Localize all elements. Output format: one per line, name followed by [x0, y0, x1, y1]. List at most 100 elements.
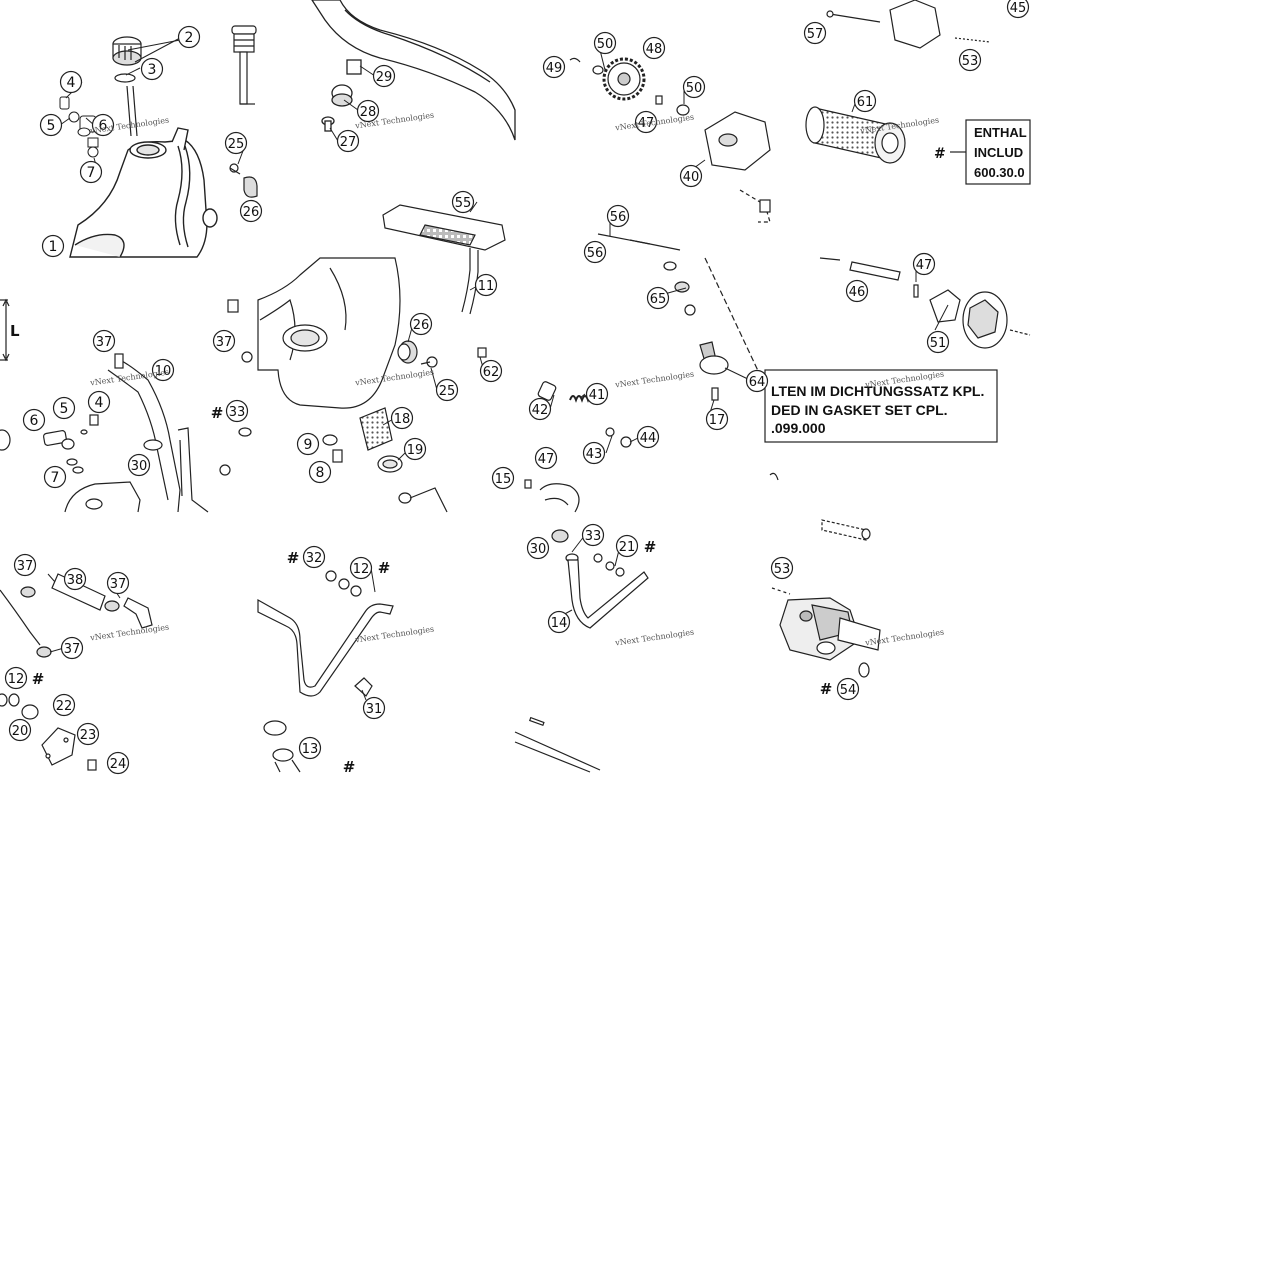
- callout-46: 46: [845, 279, 869, 303]
- hash-marker: #: [343, 758, 356, 776]
- note-fragment-line-3: .099.000: [771, 420, 826, 436]
- callout-number: 47: [638, 116, 655, 131]
- callout-41: 41: [585, 382, 609, 406]
- callout-61: 61: [853, 89, 877, 113]
- callout-number: 45: [1010, 1, 1027, 16]
- callout-number: 32: [306, 551, 323, 566]
- callout-number: 47: [916, 258, 933, 273]
- callout-number: 14: [551, 616, 568, 631]
- leader-line: [579, 393, 586, 399]
- callout-14: 14: [547, 610, 571, 634]
- screen-filter-part: [359, 407, 393, 451]
- leader-line: [361, 689, 367, 701]
- callout-37: 37: [212, 329, 236, 353]
- callout-number: 13: [302, 742, 319, 757]
- callout-number: 7: [87, 165, 96, 181]
- hash-marker: #: [211, 404, 224, 422]
- leader-line: [343, 99, 359, 111]
- callout-number: 37: [64, 642, 81, 657]
- callout-number: 3: [148, 62, 157, 78]
- hash-marker: #: [287, 549, 300, 567]
- callout-number: 18: [394, 412, 411, 427]
- callout-number: 37: [96, 335, 113, 350]
- callout-29: 29: [372, 64, 396, 88]
- gasket-set-note: ENTHAL INCLUD 600.30.0: [950, 119, 1031, 185]
- callout-number: 17: [709, 413, 726, 428]
- return-pipe-part: [257, 598, 394, 697]
- callout-10: 10: [151, 358, 175, 382]
- tile-suction-pipe: [514, 529, 649, 773]
- callout-4: 4: [87, 390, 111, 414]
- callout-26: 26: [409, 312, 433, 336]
- callout-44: 44: [636, 425, 660, 449]
- callout-number: 54: [840, 683, 857, 698]
- callout-28: 28: [356, 99, 380, 123]
- callout-7: 7: [79, 160, 103, 184]
- oil-tank-lower-part: [257, 257, 401, 409]
- callout-number: 43: [586, 447, 603, 462]
- pump-gear-part: [602, 57, 646, 101]
- callout-number: 44: [640, 431, 657, 446]
- tile-oil-tank-cap: [59, 25, 258, 258]
- leader-line: [359, 65, 376, 77]
- callout-number: 5: [60, 401, 69, 417]
- callout-6: 6: [22, 408, 46, 432]
- callout-number: 5: [47, 118, 56, 134]
- callout-50: 50: [682, 75, 706, 99]
- banjo-bolt-part: [59, 96, 70, 110]
- callout-6: 6: [91, 113, 115, 137]
- callout-26: 26: [239, 199, 263, 223]
- callout-number: 65: [650, 292, 667, 307]
- callout-number: 50: [597, 37, 614, 52]
- callout-62: 62: [479, 359, 503, 383]
- callout-18: 18: [390, 406, 414, 430]
- callout-30: 30: [127, 453, 151, 477]
- callout-2: 2: [177, 25, 201, 49]
- tile-tank-side: L: [0, 298, 209, 513]
- tile-return-pipe: [257, 570, 394, 773]
- callout-56: 56: [583, 240, 607, 264]
- note-line-2: INCLUD: [974, 145, 1023, 160]
- callout-64: 64: [745, 369, 769, 393]
- callout-number: 51: [930, 336, 947, 351]
- length-label: L: [10, 322, 20, 340]
- callout-number: 62: [483, 365, 500, 380]
- callout-30: 30: [526, 536, 550, 560]
- tile-pump-housing: [771, 519, 881, 678]
- callout-number: 9: [304, 437, 313, 453]
- tile-frame-tube: [311, 0, 516, 141]
- callout-number: 24: [110, 757, 127, 772]
- hash-marker-layer: #######: [32, 404, 833, 776]
- callout-number: 4: [67, 75, 76, 91]
- callout-number: 42: [532, 403, 549, 418]
- callout-number: 19: [407, 443, 424, 458]
- hash-marker: #: [378, 559, 391, 577]
- tile-pump-rotor: LTEN IM DICHTUNGSSATZ KPL. DED IN GASKET…: [764, 257, 1031, 481]
- callout-number: 2: [185, 30, 194, 46]
- callout-47: 47: [634, 110, 658, 134]
- callout-number: 30: [131, 459, 148, 474]
- callout-number: 11: [478, 279, 495, 294]
- pump-rotor-part: [962, 291, 1008, 349]
- callout-11: 11: [474, 273, 498, 297]
- callout-45: 45: [1006, 0, 1030, 19]
- callout-33: 33: [581, 523, 605, 547]
- callout-number: 56: [587, 246, 604, 261]
- callout-number: 15: [495, 472, 512, 487]
- callout-43: 43: [582, 441, 606, 465]
- callout-number: 6: [30, 413, 39, 429]
- callout-number: 46: [849, 285, 866, 300]
- callout-19: 19: [403, 437, 427, 461]
- callout-5: 5: [39, 113, 63, 137]
- callout-27: 27: [336, 129, 360, 153]
- callout-number: 53: [774, 562, 791, 577]
- leader-line: [934, 304, 949, 331]
- note-line-3: 600.30.0: [974, 165, 1025, 180]
- callout-number: 49: [546, 61, 563, 76]
- callout-number: 33: [585, 529, 602, 544]
- callout-3: 3: [140, 57, 164, 81]
- callout-5: 5: [52, 396, 76, 420]
- tile-oil-pump-gear: [569, 57, 771, 223]
- callout-number: 12: [8, 672, 25, 687]
- hash-marker: #: [934, 146, 946, 162]
